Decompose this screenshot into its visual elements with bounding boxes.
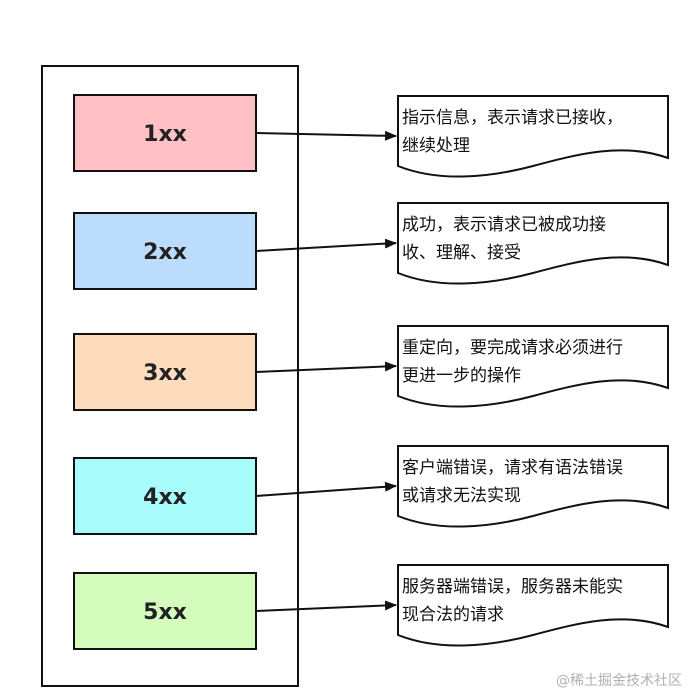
status-code-label: 4xx — [143, 485, 187, 510]
connector-arrow — [255, 600, 397, 612]
description-document — [397, 202, 669, 285]
description-line: 重定向，要完成请求必须进行 — [402, 338, 623, 358]
status-box-1xx — [73, 94, 257, 172]
status-box-4xx — [73, 457, 257, 535]
status-box-5xx — [73, 572, 257, 650]
description-line: 收、理解、接受 — [402, 243, 521, 263]
status-box-2xx — [73, 212, 257, 290]
description-line: 成功，表示请求已被成功接 — [402, 215, 606, 235]
connector-arrow — [255, 130, 397, 141]
description-document — [397, 564, 669, 647]
description-line: 客户端错误，请求有语法错误 — [402, 458, 623, 478]
description-line: 现合法的请求 — [402, 605, 504, 625]
description-document — [397, 445, 669, 528]
description-line: 继续处理 — [402, 136, 470, 156]
description-line: 指示信息，表示请求已接收， — [402, 108, 623, 128]
description-document — [397, 325, 669, 408]
status-code-label: 2xx — [143, 240, 187, 265]
description-line: 或请求无法实现 — [402, 486, 521, 506]
connector-arrow — [255, 361, 397, 373]
description-document — [397, 95, 669, 178]
status-row-1xx: 1xx 指示信息，表示请求已接收， 继续处理 — [73, 94, 669, 178]
connector-arrow — [255, 481, 397, 497]
connector-arrow — [255, 238, 397, 252]
description-line: 服务器端错误，服务器未能实 — [402, 577, 623, 597]
watermark: @稀土掘金技术社区 — [556, 673, 682, 689]
description-line: 更进一步的操作 — [402, 366, 521, 386]
status-code-label: 3xx — [143, 361, 187, 386]
status-code-label: 5xx — [143, 600, 187, 625]
status-code-label: 1xx — [143, 122, 187, 147]
